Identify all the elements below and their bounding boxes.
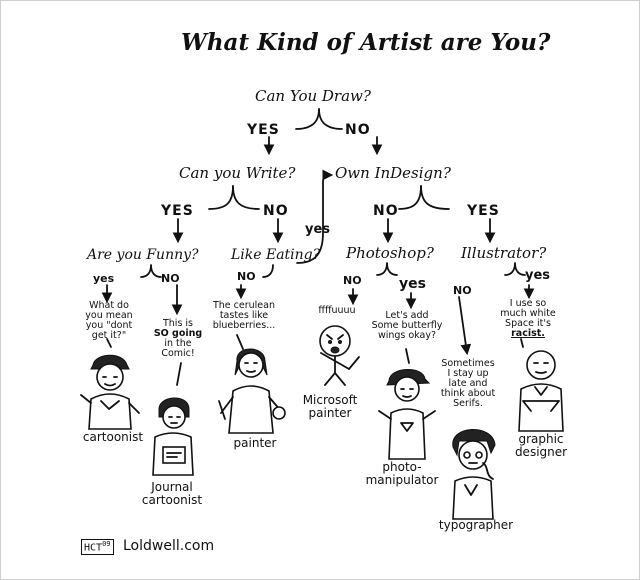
question-illustrator: Illustrator?: [461, 244, 547, 262]
connector-write-no: [232, 185, 260, 210]
artist-signature: HCT09: [81, 539, 114, 556]
site-credit: Loldwell.com: [123, 538, 215, 554]
connector-eating-no: [262, 264, 274, 278]
connector-draw-no: [318, 108, 343, 130]
connector-funny-split: [140, 264, 162, 278]
answer-funny-yes: yes: [93, 272, 115, 285]
label-painter: painter: [233, 436, 277, 450]
question-can-you-draw: Can You Draw?: [255, 87, 371, 105]
graphic-designer-figure: [509, 347, 573, 432]
question-are-you-funny: Are you Funny?: [87, 247, 199, 263]
ms-painter-figure: [303, 323, 365, 386]
answer-indesign-no: NO: [373, 203, 399, 219]
answer-indesign-yes: YES: [467, 203, 500, 219]
page-title: What Kind of Artist are You?: [181, 29, 551, 56]
connector-ps-split: [376, 262, 398, 276]
answer-write-yes: YES: [161, 203, 194, 219]
question-own-indesign: Own InDesign?: [335, 164, 451, 182]
label-photo-manipulator: photo-manipulator: [365, 460, 439, 487]
answer-ps-yes: yes: [399, 276, 426, 292]
arrow-ill-no: [458, 296, 472, 356]
question-photoshop: Photoshop?: [346, 244, 434, 262]
connector-ill-split: [504, 262, 526, 276]
connector-indesign-yes: [420, 185, 450, 210]
cartoonist-figure: [75, 351, 145, 430]
photo-manipulator-figure: [375, 363, 439, 460]
answer-draw-no: NO: [345, 122, 371, 138]
question-like-eating: Like Eating?: [231, 247, 321, 263]
label-cartoonist: cartoonist: [82, 430, 144, 444]
painter-figure: [215, 341, 287, 434]
answer-ill-no: NO: [453, 284, 472, 297]
answer-funny-no: NO: [161, 272, 180, 285]
answer-write-no: NO: [263, 203, 289, 219]
label-typographer: typographer: [438, 518, 514, 532]
journal-cartoonist-figure: [145, 393, 201, 476]
connector-indesign-no: [398, 185, 422, 210]
answer-ps-no: NO: [343, 274, 362, 287]
arrow-eating-yes-loop: [296, 169, 334, 264]
question-can-you-write: Can you Write?: [179, 164, 296, 182]
note-ms-painter: ffffuuuu: [318, 305, 356, 316]
connector-write-yes: [208, 185, 234, 210]
connector-draw-yes: [295, 108, 320, 130]
answer-eating-no: NO: [237, 270, 256, 283]
answer-draw-yes: YES: [247, 122, 280, 138]
answer-ill-yes: yes: [525, 268, 551, 283]
typographer-figure: [441, 423, 507, 520]
answer-eating-yes: yes: [305, 222, 331, 237]
